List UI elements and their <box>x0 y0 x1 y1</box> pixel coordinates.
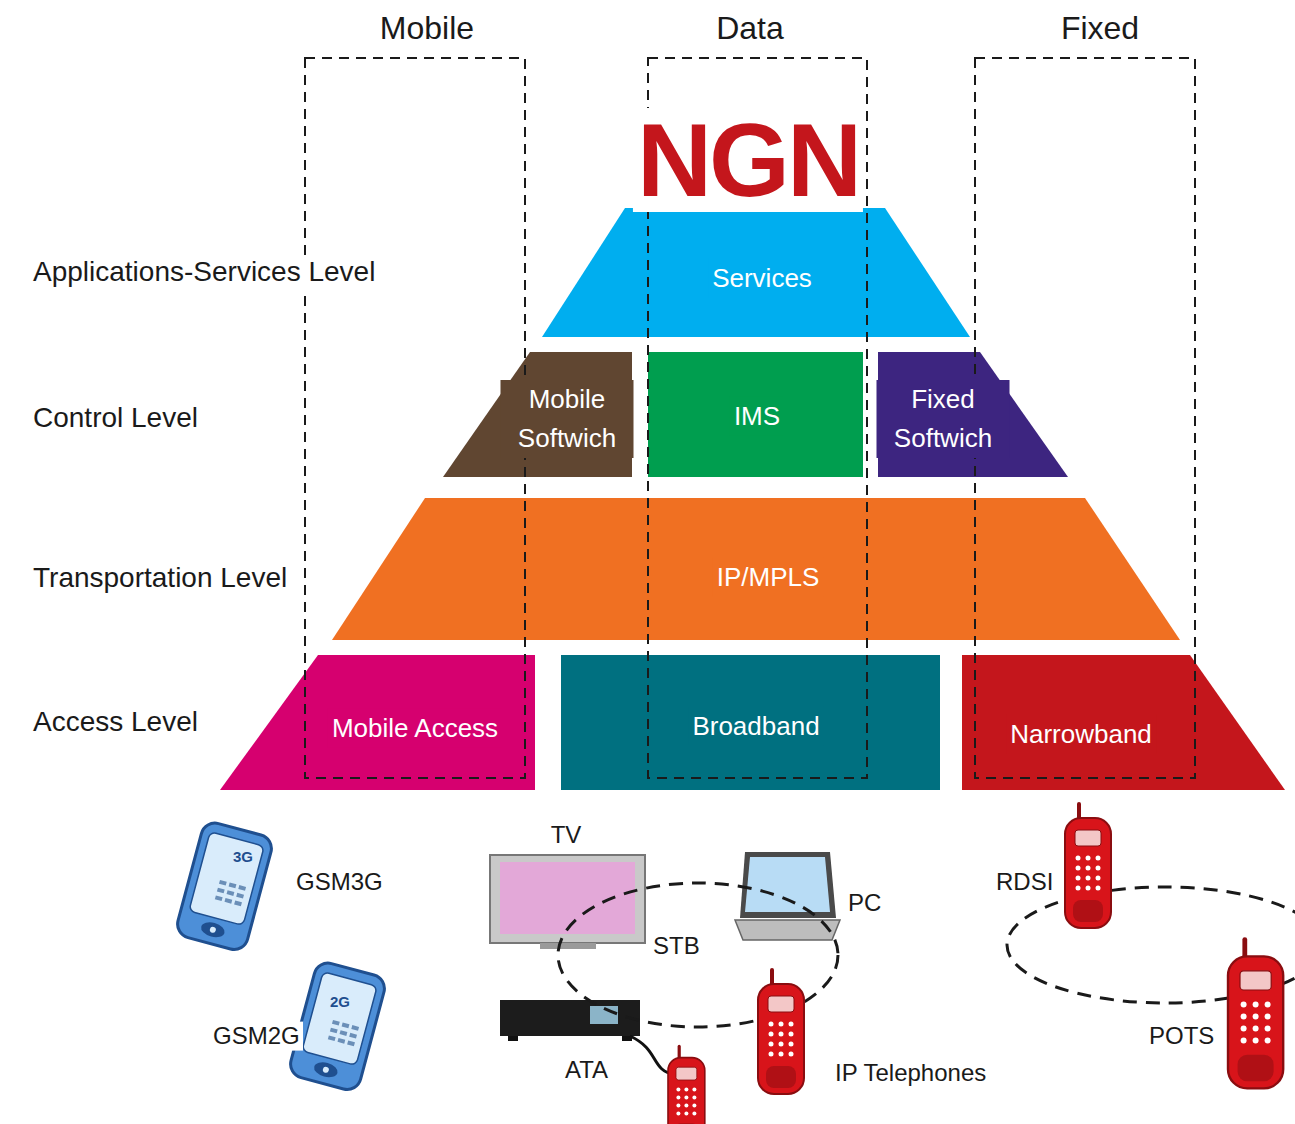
shape-fill <box>220 655 535 790</box>
phone-screen-text: 3G <box>230 848 256 866</box>
shape-fill <box>962 655 1285 790</box>
node-label: Broadband <box>688 707 823 746</box>
transport-band: IP/MPLS <box>332 498 1180 640</box>
device-label: ATA <box>562 1056 611 1085</box>
shape-fill <box>648 352 863 477</box>
shape-fill <box>561 655 940 790</box>
dashed-frame <box>305 58 525 778</box>
broadband-box: Broadband <box>561 655 940 790</box>
dashed-frame <box>975 58 1195 778</box>
level-label: Control Level <box>30 401 201 435</box>
node-label: Narrowband <box>1006 715 1156 754</box>
level-label: Access Level <box>30 705 201 739</box>
phone-screen-text: 2G <box>327 993 353 1011</box>
device-label: GSM3G <box>293 868 386 897</box>
fixed-softswitch-box: Fixed Softwich <box>878 352 1068 477</box>
device-label: PC <box>845 889 884 918</box>
device-label: STB <box>650 932 703 961</box>
column-header: Fixed <box>1058 9 1142 47</box>
mobile-access-box: Mobile Access <box>220 655 535 790</box>
device-label: RDSI <box>993 868 1056 897</box>
level-label: Applications-Services Level <box>30 255 378 289</box>
column-header: Mobile <box>377 9 477 47</box>
shape-fill <box>542 208 970 337</box>
node-label: Fixed Softwich <box>877 380 1010 458</box>
device-label: GSM2G <box>210 1022 303 1051</box>
ims-box: IMS <box>648 352 863 477</box>
diagram-title: NGN <box>633 108 863 212</box>
device-label: POTS <box>1146 1022 1217 1051</box>
node-label: Mobile Softwich <box>501 380 634 458</box>
shape-fill <box>332 498 1180 640</box>
device-label: TV <box>548 821 585 850</box>
services-band: Services <box>542 208 970 337</box>
dashed-frame <box>648 58 867 778</box>
node-label: IP/MPLS <box>713 558 824 597</box>
node-label: Services <box>708 259 816 298</box>
column-header: Data <box>713 9 787 47</box>
node-label: Mobile Access <box>328 709 502 748</box>
narrowband-box: Narrowband <box>962 655 1285 790</box>
device-label: IP Telephones <box>832 1059 989 1088</box>
level-label: Transportation Level <box>30 561 290 595</box>
node-label: IMS <box>730 397 784 436</box>
mobile-softswitch-box: Mobile Softwich <box>443 352 632 477</box>
